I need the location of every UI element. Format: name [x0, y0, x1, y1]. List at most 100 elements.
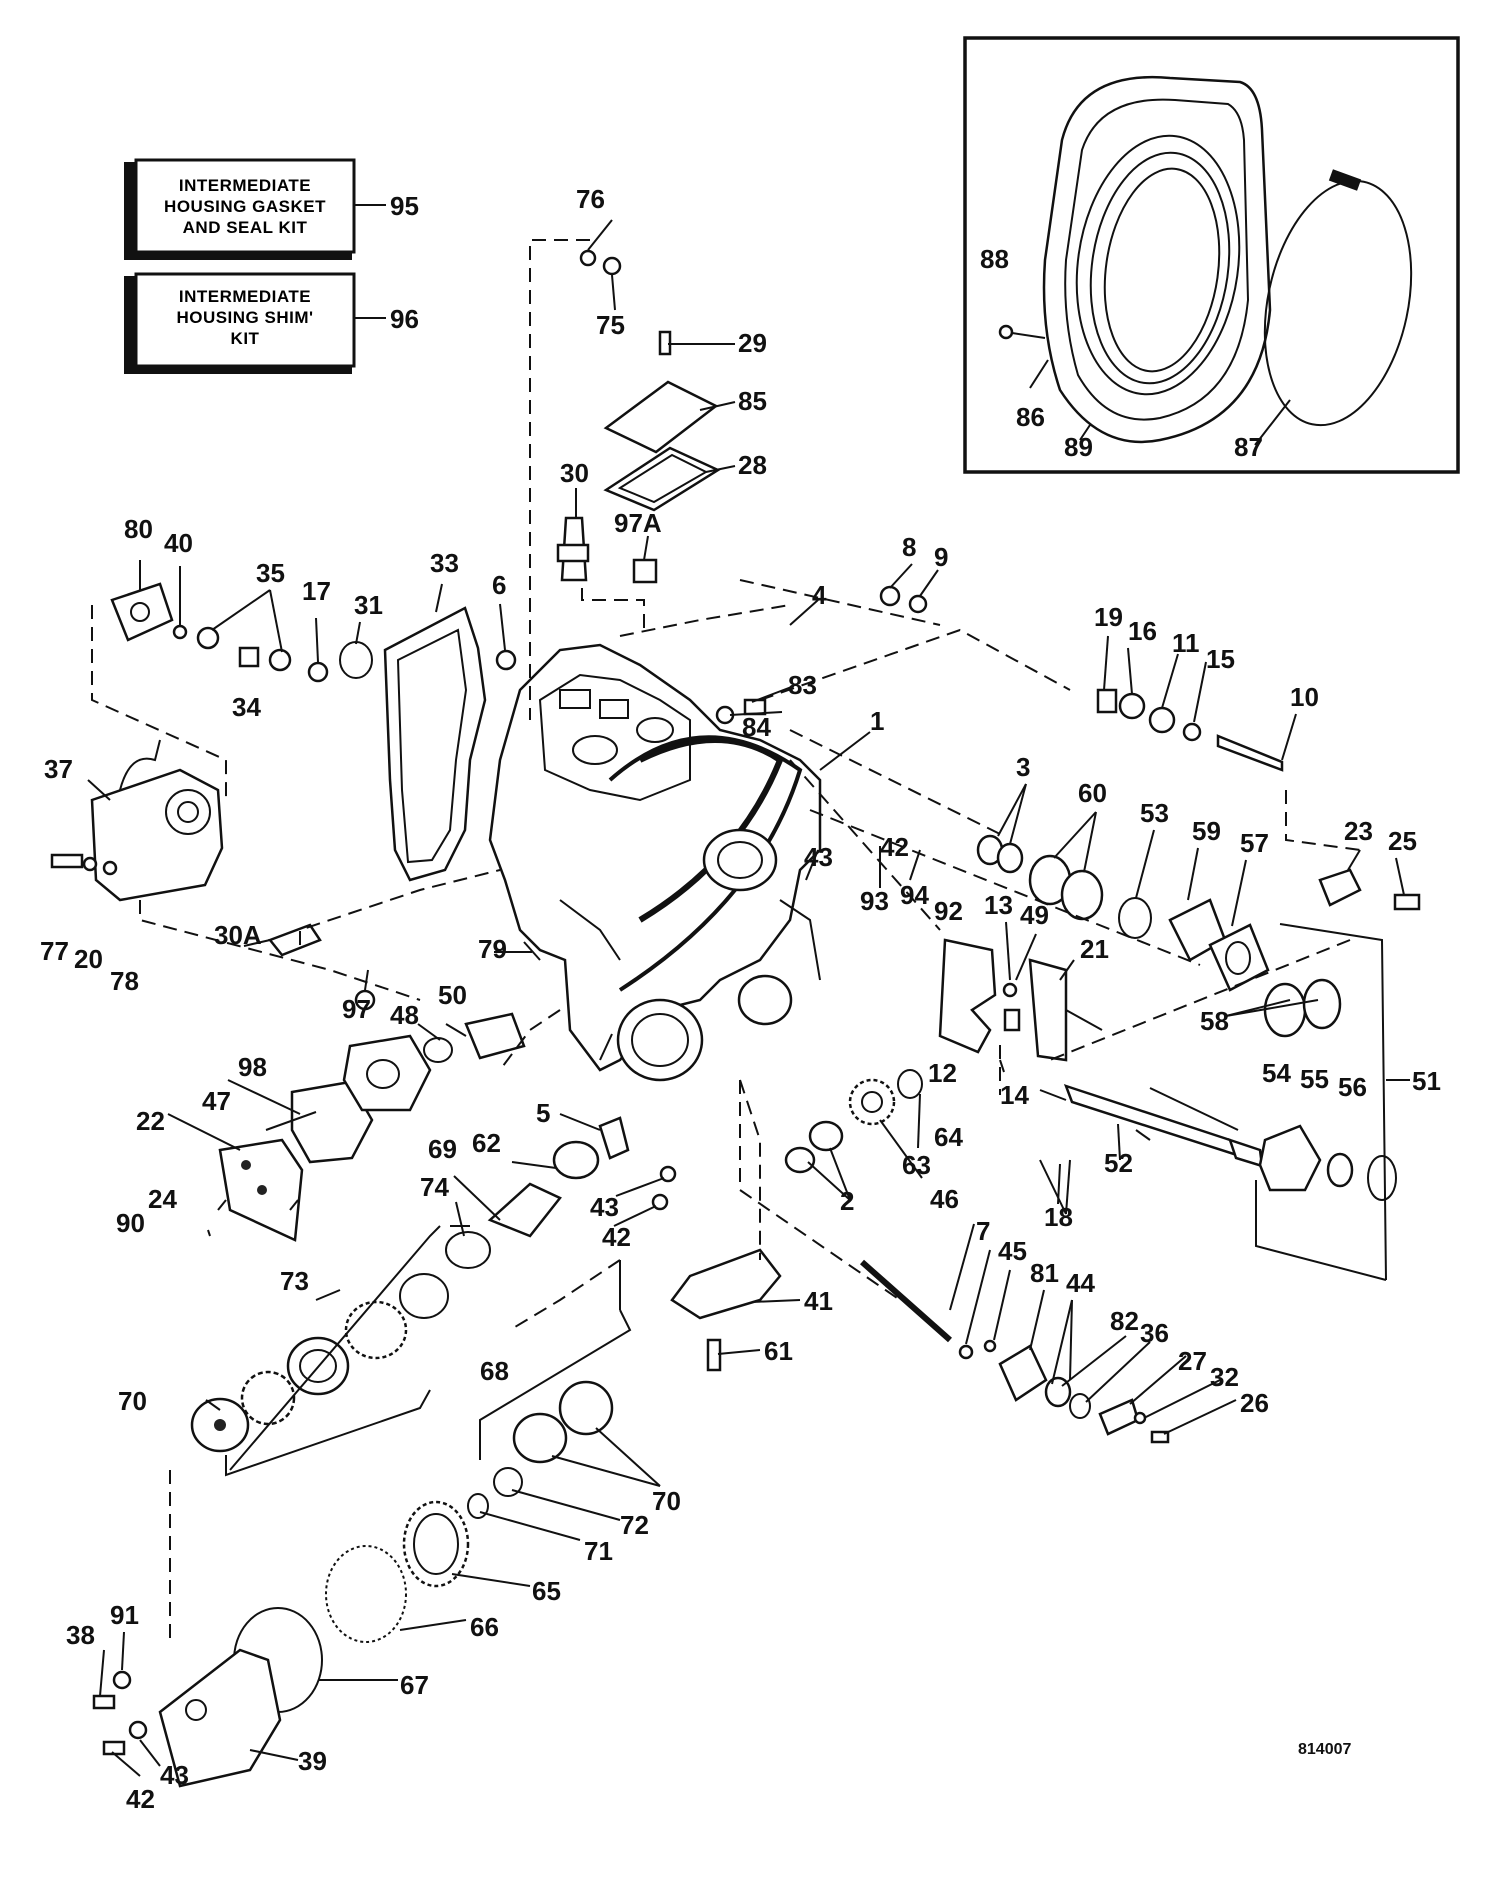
callout-42-top: 42	[880, 832, 909, 862]
callout-97: 97	[342, 994, 371, 1024]
callout-89: 89	[1064, 432, 1093, 462]
kit-95-line-2: HOUSING GASKET	[164, 197, 326, 216]
callout-62: 62	[472, 1128, 501, 1158]
callout-82: 82	[1110, 1306, 1139, 1336]
small-fittings-top-left	[172, 624, 517, 683]
callout-16: 16	[1128, 616, 1157, 646]
callout-43-top: 43	[804, 842, 833, 872]
callout-15: 15	[1206, 644, 1235, 674]
callout-53: 53	[1140, 798, 1169, 828]
callout-38: 38	[66, 1620, 95, 1650]
kit-96-line-1: INTERMEDIATE	[179, 287, 311, 306]
callout-77: 77	[40, 936, 69, 966]
callout-69: 69	[428, 1134, 457, 1164]
callout-79: 79	[478, 934, 507, 964]
callout-18: 18	[1044, 1202, 1073, 1232]
cover-plates-12-21	[938, 938, 1068, 1062]
callout-20: 20	[74, 944, 103, 974]
callout-52: 52	[1104, 1148, 1133, 1178]
callout-93: 93	[860, 886, 889, 916]
callout-32: 32	[1210, 1362, 1239, 1392]
callout-97a: 97A	[614, 508, 662, 538]
kit-96-line-2: HOUSING SHIM'	[176, 308, 313, 327]
callout-8: 8	[902, 532, 916, 562]
callout-90: 90	[116, 1208, 145, 1238]
callout-91: 91	[110, 1600, 139, 1630]
callout-41: 41	[804, 1286, 833, 1316]
callout-30: 30	[560, 458, 589, 488]
callout-42-bottom: 42	[126, 1784, 155, 1814]
shaft-52-and-coupler-54	[1063, 1083, 1397, 1201]
callout-10: 10	[1290, 682, 1319, 712]
callout-87: 87	[1234, 432, 1263, 462]
inset-bellows-box	[963, 36, 1460, 474]
callout-42-mid: 42	[602, 1222, 631, 1252]
callout-76: 76	[576, 184, 605, 214]
callout-19: 19	[1094, 602, 1123, 632]
callout-43-bottom: 43	[160, 1760, 189, 1790]
callout-74: 74	[420, 1172, 449, 1202]
callout-22: 22	[136, 1106, 165, 1136]
clutch-stack-lower	[92, 1273, 614, 1788]
callout-92: 92	[934, 896, 963, 926]
callout-25: 25	[1388, 826, 1417, 856]
center-gears	[445, 1069, 923, 1269]
callout-60: 60	[1078, 778, 1107, 808]
callout-64: 64	[934, 1122, 963, 1152]
callout-6: 6	[492, 570, 506, 600]
callout-63: 63	[902, 1150, 931, 1180]
bracket-lines	[225, 923, 1387, 1477]
callout-44: 44	[1066, 1268, 1095, 1298]
callout-26: 26	[1240, 1388, 1269, 1418]
callout-73: 73	[280, 1266, 309, 1296]
callout-45: 45	[998, 1236, 1027, 1266]
callout-28: 28	[738, 450, 767, 480]
callout-66: 66	[470, 1612, 499, 1642]
callout-83: 83	[788, 670, 817, 700]
callout-1: 1	[870, 706, 884, 736]
callout-86: 86	[1016, 402, 1045, 432]
callout-2: 2	[840, 1186, 854, 1216]
callout-13: 13	[984, 890, 1013, 920]
callout-56: 56	[1338, 1072, 1367, 1102]
callout-35: 35	[256, 558, 285, 588]
kit-95-line-3: AND SEAL KIT	[183, 218, 308, 237]
callout-27: 27	[1178, 1346, 1207, 1376]
callout-5: 5	[536, 1098, 550, 1128]
callout-9: 9	[934, 542, 948, 572]
callout-81: 81	[1030, 1258, 1059, 1288]
callout-21: 21	[1080, 934, 1109, 964]
gasket-33	[383, 606, 487, 882]
callout-7: 7	[976, 1216, 990, 1246]
callout-47: 47	[202, 1086, 231, 1116]
callout-67: 67	[400, 1670, 429, 1700]
mount-plate-80	[110, 582, 174, 642]
callout-37: 37	[44, 754, 73, 784]
callout-54: 54	[1262, 1058, 1291, 1088]
callout-17: 17	[302, 576, 331, 606]
bolts-77-20-78	[50, 853, 118, 876]
callout-46: 46	[930, 1184, 959, 1214]
callout-29: 29	[738, 328, 767, 358]
callout-49: 49	[1020, 900, 1049, 930]
callout-40: 40	[164, 528, 193, 558]
callout-78: 78	[110, 966, 139, 996]
callout-14: 14	[1000, 1080, 1029, 1110]
callout-84: 84	[742, 712, 771, 742]
callout-numbers: 76 75 29 85 28 30 97A 80 40 35 17 31 33 …	[40, 184, 1441, 1814]
assembly-dashed-lines	[91, 239, 1361, 1640]
pump-assembly-37	[90, 739, 224, 902]
callout-39: 39	[298, 1746, 327, 1776]
callout-58: 58	[1200, 1006, 1229, 1036]
kit-96-number: 96	[390, 304, 419, 334]
kit-box-96: INTERMEDIATE HOUSING SHIM' KIT 96	[124, 272, 419, 374]
callout-88: 88	[980, 244, 1009, 274]
callout-4: 4	[812, 580, 827, 610]
callout-68: 68	[480, 1356, 509, 1386]
kit-95-line-1: INTERMEDIATE	[179, 176, 311, 195]
callout-55: 55	[1300, 1064, 1329, 1094]
callout-11: 11	[1172, 628, 1200, 658]
leader-lines	[87, 219, 1410, 1777]
callout-59: 59	[1192, 816, 1221, 846]
callout-33: 33	[430, 548, 459, 578]
